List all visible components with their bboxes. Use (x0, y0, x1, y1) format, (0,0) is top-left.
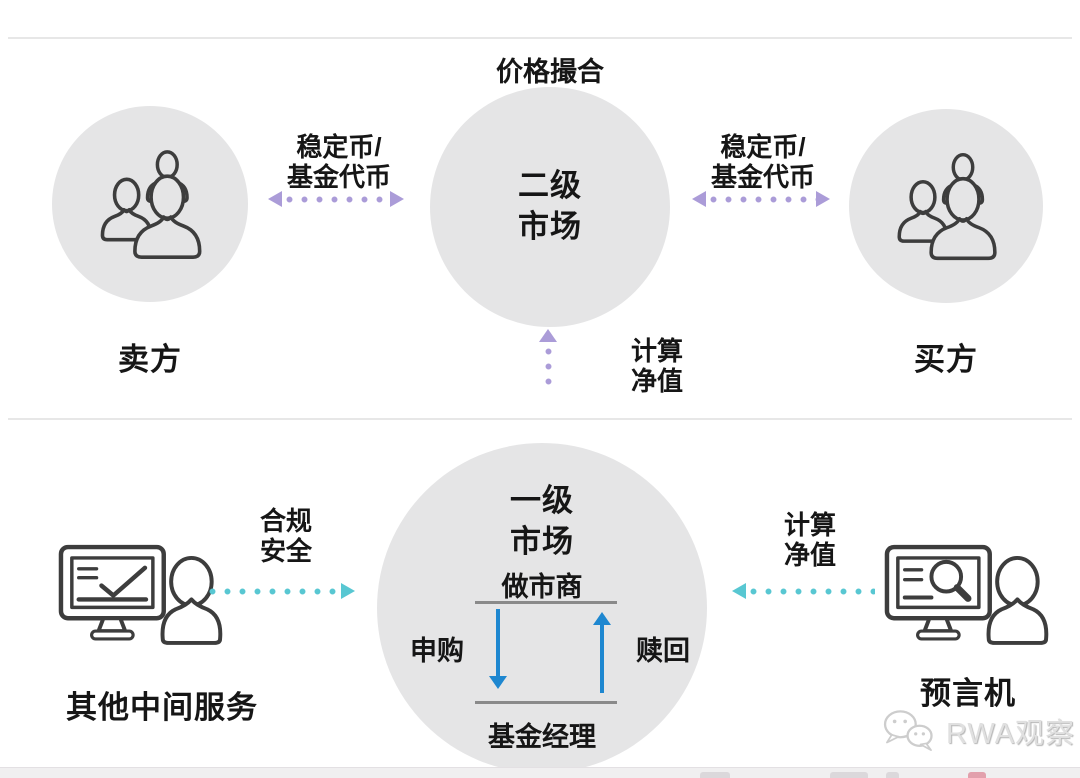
arrow-right-head-icon (390, 191, 404, 207)
cutoff-content-blob (968, 772, 986, 778)
buyer-node (849, 109, 1043, 303)
market-maker-rule (475, 601, 617, 604)
monitor-magnifier-person-icon (884, 544, 1049, 645)
price-matching-label: 价格撮合 (496, 57, 604, 87)
section-divider (8, 418, 1072, 420)
subscribe-label: 申购 (410, 636, 464, 666)
arrow-right-head-icon (816, 191, 830, 207)
primary-market-title: 一级 市场 (510, 483, 574, 559)
arrow-left-head-icon (268, 191, 282, 207)
oracle-label: 预言机 (920, 676, 1016, 711)
other-services-label: 其他中间服务 (66, 690, 258, 725)
fund-manager-rule (475, 701, 617, 704)
fund-manager-label: 基金经理 (488, 722, 596, 752)
seller-node (52, 106, 248, 302)
market-maker-label: 做市商 (501, 572, 583, 602)
arrow-up-head-icon (593, 612, 611, 625)
nav-label-bottom: 计算 净值 (783, 510, 836, 571)
bottom-cutoff-strip (0, 767, 1080, 778)
redeem-label: 赎回 (636, 636, 690, 666)
redeem-arrow (593, 612, 611, 693)
stablecoin-left-label: 稳定币/ 基金代币 (286, 132, 391, 193)
stablecoin-right-arrow (692, 191, 830, 207)
arrow-up-head-icon (539, 329, 557, 342)
stablecoin-left-arrow (268, 191, 404, 207)
compliance-arrow (205, 583, 355, 599)
arrow-left-head-icon (732, 583, 746, 599)
secondary-market-node: 二级 市场 (430, 87, 670, 327)
wechat-logo-icon (883, 710, 933, 752)
nav-label-top: 计算 净值 (630, 336, 683, 397)
stablecoin-right-label: 稳定币/ 基金代币 (710, 132, 815, 193)
nav-arrow (732, 583, 875, 599)
cutoff-content-blob (700, 772, 730, 778)
buyer-label: 买方 (914, 342, 978, 377)
users-group-icon (100, 150, 202, 259)
cutoff-content-blob (886, 772, 899, 778)
arrow-left-head-icon (692, 191, 706, 207)
arrow-down-head-icon (489, 676, 507, 689)
brand-watermark: RWA观察 (880, 708, 1075, 754)
top-divider (8, 37, 1072, 39)
watermark-text: RWA观察 (946, 718, 1076, 750)
secondary-market-title: 二级 市场 (518, 168, 582, 244)
primary-market-node: 一级 市场 做市商 申购 赎回 基金经理 (377, 443, 707, 773)
arrow-right-head-icon (341, 583, 355, 599)
users-group-icon (897, 152, 997, 261)
monitor-checklist-person-icon (58, 544, 223, 645)
cutoff-content-blob (830, 772, 868, 778)
seller-label: 卖方 (118, 342, 182, 377)
subscribe-arrow (489, 609, 507, 689)
nav-up-arrow (539, 329, 557, 393)
compliance-label: 合规 安全 (259, 506, 312, 567)
